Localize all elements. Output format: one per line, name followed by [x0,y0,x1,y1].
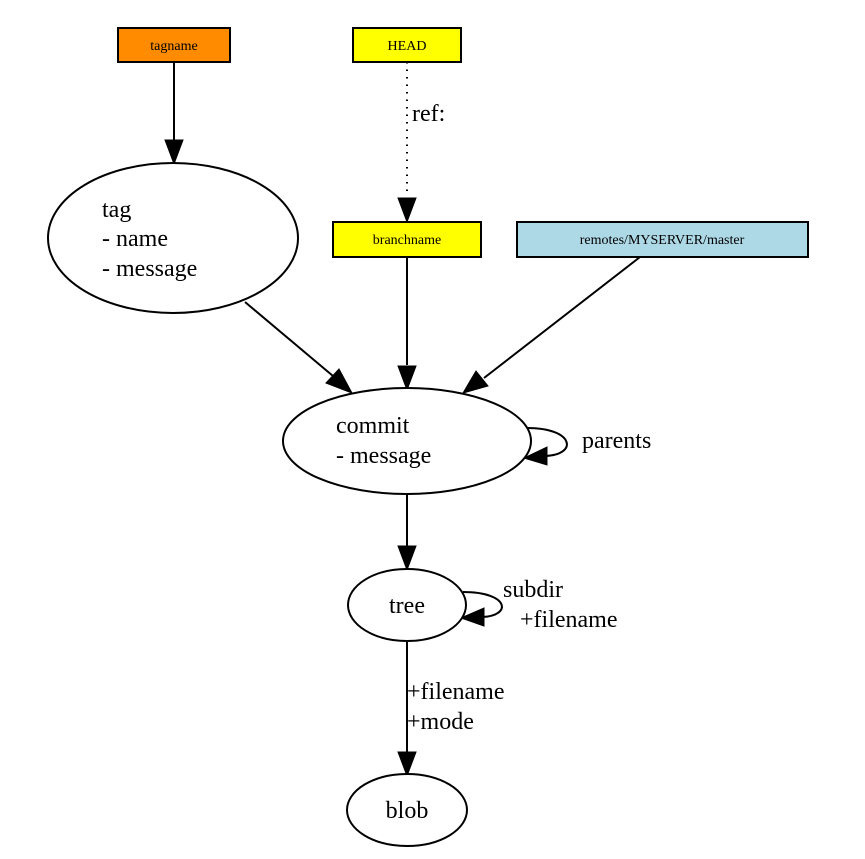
node-head[interactable]: HEAD [352,27,462,63]
node-commit-line-1: commit [336,413,410,439]
edge-tagname-tag [164,62,184,166]
node-tag[interactable]: tag - name - message [47,162,299,314]
node-remote[interactable]: remotes/MYSERVER/master [516,221,809,258]
node-tagname-label: tagname [150,39,197,54]
node-remote-label: remotes/MYSERVER/master [580,233,745,248]
edge-tag-commit [244,301,354,394]
node-branchname-label: branchname [373,233,441,248]
edge-tree-subdir: subdir +filename [459,577,618,633]
edge-label-filename: +filename [520,607,618,633]
node-blob[interactable]: blob [346,773,468,847]
edge-commit-tree [397,495,417,572]
edge-head-branchname: ref: [397,62,445,224]
node-tag-line-3: - message [102,256,197,282]
node-blob-label: blob [386,798,429,824]
node-commit-line-2: - message [336,443,431,469]
node-tree-label: tree [389,593,425,619]
node-commit[interactable]: commit - message [282,387,532,495]
node-head-label: HEAD [388,39,427,54]
edge-branchname-commit [397,257,417,392]
edge-label-filename-blob: +filename [407,679,505,705]
node-tagname[interactable]: tagname [117,27,231,63]
edge-label-subdir: subdir [503,577,563,603]
edge-label-mode: +mode [407,709,474,735]
node-tree[interactable]: tree [347,568,467,642]
node-tag-line-2: - name [102,226,168,252]
edge-label-ref: ref: [412,101,445,127]
edge-tree-blob: +filename +mode [397,642,505,778]
node-branchname[interactable]: branchname [332,221,482,258]
edge-remote-commit [461,256,641,394]
edge-label-parents: parents [582,428,651,454]
edge-commit-parents: parents [522,427,651,466]
node-tag-line-1: tag [102,197,131,223]
